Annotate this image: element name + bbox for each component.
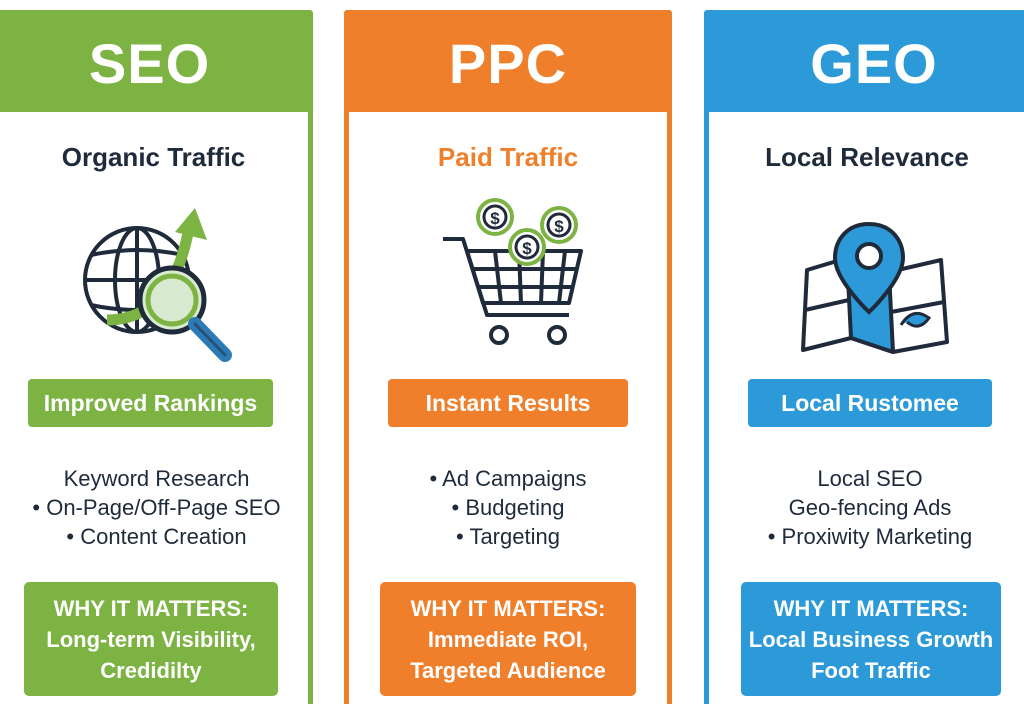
geo-column: GEO Local Relevance Local Rustomee Local…: [704, 10, 1024, 704]
geo-subtitle: Local Relevance: [765, 142, 969, 172]
list-item: • Ad Campaigns: [429, 466, 587, 491]
list-item: Local SEO: [817, 466, 923, 491]
ppc-why-line: Immediate ROI,: [427, 626, 589, 652]
globe-magnifier-growth-arrow-icon: [83, 208, 232, 362]
seo-header: SEO: [0, 15, 308, 112]
list-item: • On-Page/Off-Page SEO: [32, 495, 281, 520]
seo-title: SEO: [88, 32, 211, 95]
seo-why-box: WHY IT MATTERS: Long-term Visibility, Cr…: [24, 582, 278, 696]
svg-text:$: $: [522, 239, 532, 258]
ppc-bullet-list: • Ad Campaigns • Budgeting • Targeting: [349, 464, 667, 551]
shopping-cart-coins-icon: $ $ $: [443, 198, 583, 345]
ppc-header: PPC: [349, 15, 667, 112]
geo-why-line: Local Business Growth: [748, 626, 994, 652]
geo-header: GEO: [709, 15, 1024, 112]
seo-benefit-pill: Improved Rankings: [28, 379, 273, 427]
list-item: • Content Creation: [66, 524, 247, 549]
geo-why-box: WHY IT MATTERS: Local Business Growth Fo…: [741, 582, 1001, 696]
ppc-why-box: WHY IT MATTERS: Immediate ROI, Targeted …: [380, 582, 636, 696]
seo-why-title: WHY IT MATTERS:: [53, 595, 249, 621]
geo-bullet-list: Local SEO Geo-fencing Ads • Proxiwity Ma…: [709, 464, 1024, 551]
svg-text:$: $: [554, 217, 564, 236]
ppc-title: PPC: [448, 32, 568, 95]
seo-column: SEO Organic Traffic Improved Rankings Ke…: [0, 10, 313, 704]
ppc-benefit-pill: Instant Results: [388, 379, 628, 427]
list-item: • Budgeting: [451, 495, 565, 520]
geo-why-title: WHY IT MATTERS:: [773, 595, 969, 621]
geo-why-line: Foot Traffic: [811, 657, 931, 683]
map-location-pin-icon: [801, 221, 949, 354]
list-item: Geo-fencing Ads: [788, 495, 952, 520]
geo-title: GEO: [810, 32, 938, 95]
ppc-why-line: Targeted Audience: [410, 657, 606, 683]
list-item: Keyword Research: [63, 466, 250, 491]
seo-bullet-list: Keyword Research • On-Page/Off-Page SEO …: [0, 464, 308, 551]
list-item: • Targeting: [456, 524, 560, 549]
seo-why-line: Credidilty: [100, 657, 202, 683]
seo-why-line: Long-term Visibility,: [46, 626, 256, 652]
seo-subtitle: Organic Traffic: [61, 142, 246, 172]
svg-text:$: $: [490, 209, 500, 228]
geo-benefit-pill: Local Rustomee: [748, 379, 992, 427]
ppc-column: PPC Paid Traffic $ $ $ In: [344, 10, 672, 704]
ppc-subtitle: Paid Traffic: [437, 142, 579, 172]
ppc-why-title: WHY IT MATTERS:: [410, 595, 606, 621]
list-item: • Proxiwity Marketing: [767, 524, 973, 549]
